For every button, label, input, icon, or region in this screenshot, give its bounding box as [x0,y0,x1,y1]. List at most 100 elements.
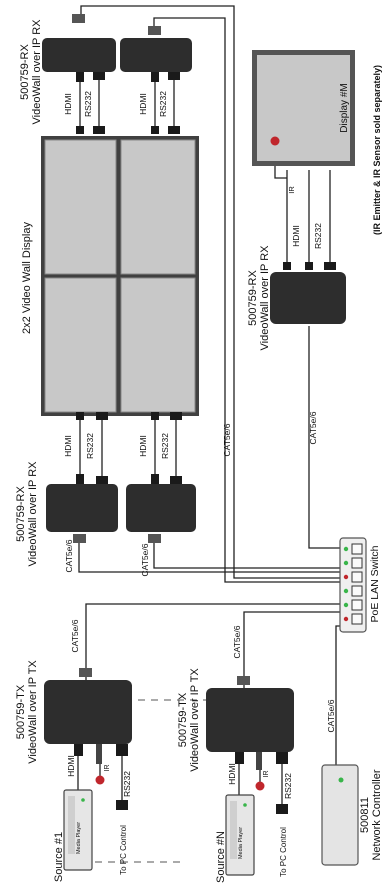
rs232-plug-icon [276,752,288,764]
ir-label-txn: IR [263,771,270,778]
switch-led-1-icon [343,546,349,552]
rx-lower-model-label: 500759-RX [15,486,27,542]
switch-led-2-icon [343,560,349,566]
txn-model-label: 500759-TX [177,692,189,747]
hdmi-label: HDMI [291,225,301,247]
rs232-label: RS232 [158,91,168,117]
cat-label-rx-lower-right: CAT5e/6 [140,543,150,576]
cat-label-tx1: CAT5e/6 [70,619,80,652]
ir-emitter-icon [270,136,280,146]
rx-unit-lower-left [46,484,118,543]
cat-label-rx-lower-left: CAT5e/6 [64,539,74,572]
cat-cable-rx-display-m [308,326,340,549]
switch-port-5 [351,599,363,611]
cat-cable-rx-lower-left [78,540,340,573]
receiver-box [42,38,116,72]
rj45-port-icon [237,676,250,685]
rx-lower-desc-label: VideoWall over IP RX [27,461,39,567]
rj45-port-icon [73,534,86,543]
rx-unit-lower-right [126,484,196,543]
switch-label: PoE LAN Switch [369,545,381,622]
lower-connector-plugs [76,412,182,484]
ir-label-tx1: IR [104,765,111,772]
hdmi-plug-icon [305,262,313,270]
sourcen-label: Source #N [215,831,227,883]
cat-cable-rx-lower-right [153,540,340,569]
tx-unit-1 [44,668,132,810]
ir-sensor-icon [95,775,105,785]
rx-top-desc-label: VideoWall over IP RX [31,19,43,125]
switch-port-1 [351,543,363,555]
cat-cable-tx-1 [85,603,340,680]
tx-unit-n [206,676,294,814]
tx1-model-label: 500759-TX [15,684,27,739]
poe-lan-switch [339,537,367,633]
power-led-icon [81,798,85,802]
hdmi-label: HDMI [63,93,73,115]
rx-unit-display-m [270,272,346,324]
cat-cable-tx-n [243,611,340,688]
rs232-label: RS232 [160,433,170,459]
display-m [252,50,355,270]
switch-led-4-icon [343,588,349,594]
network-controller [321,764,359,866]
media-player-panel [68,796,75,854]
media-player-n-label: Media Player [238,827,244,859]
ir-note: (IR Emitter & IR Sensor sold separately) [372,65,382,235]
hdmi-plug-icon [235,752,244,764]
rx-m-desc-label: VideoWall over IP RX [259,245,271,351]
wall-title: 2x2 Video Wall Display [21,222,33,334]
video-wall [41,136,199,416]
rs232-end-plug-icon [116,800,128,810]
rs232-label-txn: RS232 [283,773,293,799]
switch-led-6-icon [343,616,349,622]
wall-panel-top-left [44,139,117,275]
receiver-box [126,484,196,532]
pc-control-label-n: To PC Control [279,827,288,877]
media-player-1-label: Media Player [76,822,82,854]
source-separator [95,699,210,863]
rj45-port-icon [72,14,85,23]
media-player-panel [230,801,237,859]
cable-layer [77,5,352,808]
top-connector-plugs [76,72,180,134]
rx-top-model-label: 500759-RX [19,44,31,100]
ir-sensor-icon [255,781,265,791]
switch-ports [343,543,363,625]
controller-body [321,764,359,866]
wall-panel-top-right [120,139,196,275]
ir-plug-icon [256,752,262,770]
cat-label-top: CAT5e/6 [222,423,232,456]
source1-label: Source #1 [53,832,65,882]
hdmi-plug-icon [74,744,83,756]
rs232-label: RS232 [85,433,95,459]
cat-cable-rx-top-left [80,5,340,579]
receiver-box [46,484,118,532]
switch-port-6 [351,613,363,625]
ir-plug-icon [283,262,291,270]
transmitter-box [44,680,132,744]
transmitter-box [206,688,294,752]
cat-label-controller: CAT5e/6 [326,699,336,732]
rs232-label: RS232 [83,91,93,117]
rx-unit-top-left [42,14,116,72]
pc-control-label-1: To PC Control [119,825,128,875]
hdmi-label-tx1: HDMI [66,755,76,777]
controller-desc-label: Network Controller [371,769,383,860]
switch-port-3 [351,571,363,583]
cat-cable-rx-top-right [153,17,340,583]
switch-port-4 [351,585,363,597]
power-led-icon [243,803,247,807]
hdmi-label: HDMI [138,435,148,457]
wall-panel-bottom-right [120,277,196,413]
cat-label-txn: CAT5e/6 [232,625,242,658]
rs232-end-plug-icon [276,804,288,814]
switch-led-3-icon [343,574,349,580]
switch-led-5-icon [343,602,349,608]
receiver-box [120,38,192,72]
cat-cable-controller [335,625,352,765]
ir-plug-icon [96,744,102,764]
display-m-label: Display #M [339,83,350,132]
media-player-1 [63,775,105,871]
